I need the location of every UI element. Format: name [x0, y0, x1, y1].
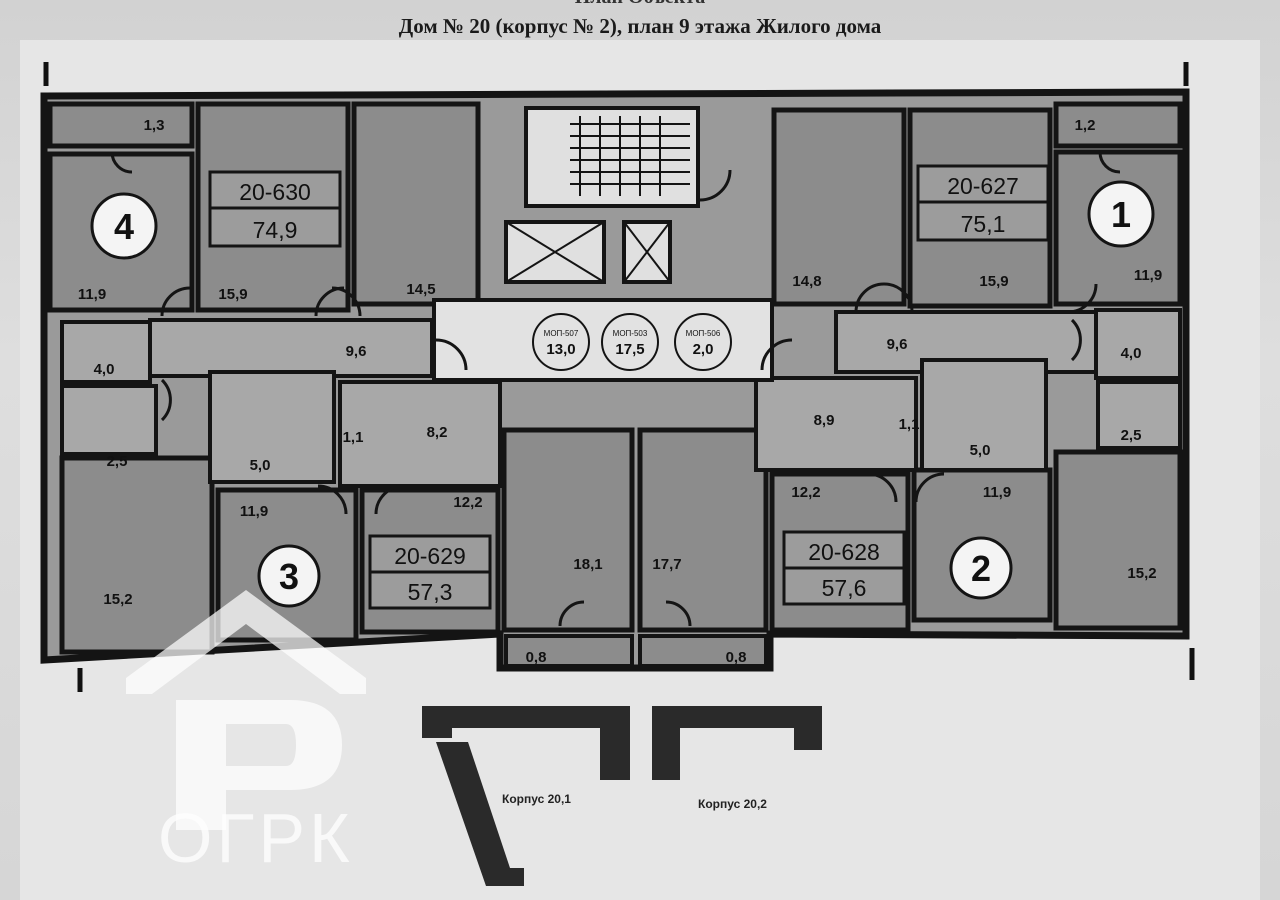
- apt-area-628: 57,6: [822, 575, 867, 601]
- room-area-13: 12,2: [453, 494, 482, 511]
- watermark-text: ОГРК: [158, 799, 354, 877]
- corner-marks: [43, 62, 1195, 692]
- room-area-14: 18,1: [573, 556, 602, 573]
- room-area-11: 8,2: [427, 424, 448, 441]
- watermark-logo: [126, 590, 366, 830]
- room-balcony-4: [47, 101, 195, 149]
- room-area-24: 15,9: [979, 273, 1008, 290]
- room-area-9: 5,0: [250, 457, 271, 474]
- room-area-12: 11,9: [240, 503, 268, 520]
- mop-area-506: 2,0: [693, 341, 714, 358]
- room-area-26: 11,9: [1134, 267, 1162, 284]
- apt-code-630: 20-630: [239, 179, 311, 205]
- wc-4: [60, 384, 158, 456]
- hall-3: [338, 380, 502, 488]
- apt-box-dividers: [210, 200, 1048, 574]
- room-area-23: 14,8: [792, 273, 821, 290]
- bath-2: [920, 358, 1048, 472]
- room-area-15: 0,8: [526, 649, 547, 666]
- stairs: [524, 106, 700, 208]
- mop-label-506: МОП-506: [686, 329, 721, 338]
- hall-4: [148, 318, 434, 378]
- room-area-20: 1,1: [899, 416, 920, 433]
- header-top: План Объекта: [0, 0, 1280, 9]
- site-plan: [422, 706, 822, 886]
- mop-circle-503: [601, 313, 659, 371]
- room-area-7: 2,5: [107, 453, 128, 470]
- apt-num-1: 1: [1111, 194, 1131, 235]
- mop-circle-507: [532, 313, 590, 371]
- apt-num-circle-2: [949, 536, 1013, 600]
- room-area-27: 9,6: [887, 336, 908, 353]
- room-area-28: 4,0: [1121, 345, 1142, 362]
- apt-num-4: 4: [114, 206, 134, 247]
- apt-num-circle-4: [90, 192, 158, 260]
- room-1-big: [1053, 449, 1183, 631]
- room-area-29: 2,5: [1121, 427, 1142, 444]
- apt-num-circle-1: [1087, 180, 1155, 248]
- elevator-crosses: [505, 221, 671, 283]
- building-label-1: Корпус 20,1: [502, 792, 571, 806]
- balcony-3: [504, 634, 634, 668]
- apt-num-circle-3: [257, 544, 321, 608]
- room-area-8: 15,2: [103, 591, 132, 608]
- room-area-17: 0,8: [726, 649, 747, 666]
- apt-code-628: 20-628: [808, 539, 880, 565]
- apt-code-629: 20-629: [394, 543, 466, 569]
- building-label-2: Корпус 20,2: [698, 797, 767, 811]
- room-area-4: 14,5: [406, 281, 435, 298]
- apt-num-3: 3: [279, 556, 299, 597]
- room-4-big: [59, 455, 215, 655]
- room-area-3: 15,9: [218, 286, 247, 303]
- apt-code-627: 20-627: [947, 173, 1019, 199]
- room-area-2: 11,9: [78, 286, 106, 303]
- balcony-2: [638, 634, 768, 668]
- bath-3: [208, 370, 336, 484]
- room-area-18: 12,2: [791, 484, 820, 501]
- apt-area-629: 57,3: [408, 579, 453, 605]
- room-area-6: 4,0: [94, 361, 115, 378]
- room-1-kitchen: [771, 107, 907, 307]
- apt-area-627: 75,1: [961, 211, 1006, 237]
- room-area-25: 1,2: [1075, 117, 1096, 134]
- mop-area-503: 17,5: [615, 341, 644, 358]
- room-area-19: 8,9: [814, 412, 835, 429]
- mop-label-503: МОП-503: [613, 329, 648, 338]
- room-3-kitchen: [501, 427, 635, 633]
- door-arcs: [110, 151, 1121, 627]
- room-area-10: 1,1: [343, 429, 364, 446]
- mop-area-507: 13,0: [546, 341, 575, 358]
- wc-1: [1096, 380, 1182, 450]
- room-2-kitchen: [637, 427, 769, 633]
- stair-steps: [570, 116, 690, 196]
- room-area-1: 1,3: [144, 117, 165, 134]
- apt-num-2: 2: [971, 548, 991, 589]
- hall-2: [754, 376, 918, 472]
- mop-label-507: МОП-507: [544, 329, 579, 338]
- header-main: Дом № 20 (корпус № 2), план 9 этажа Жило…: [398, 14, 882, 38]
- room-area-5: 9,6: [346, 343, 367, 360]
- room-area-16: 17,7: [652, 556, 681, 573]
- room-balcony-1: [1053, 101, 1183, 149]
- apt-area-630: 74,9: [253, 217, 298, 243]
- room-area-30: 15,2: [1127, 565, 1156, 582]
- room-area-21: 5,0: [970, 442, 991, 459]
- bath-4: [60, 320, 152, 384]
- room-area-22: 11,9: [983, 484, 1011, 501]
- mop-circle-506: [674, 313, 732, 371]
- room-4-kitchen: [351, 101, 481, 307]
- bath-1: [1094, 308, 1182, 380]
